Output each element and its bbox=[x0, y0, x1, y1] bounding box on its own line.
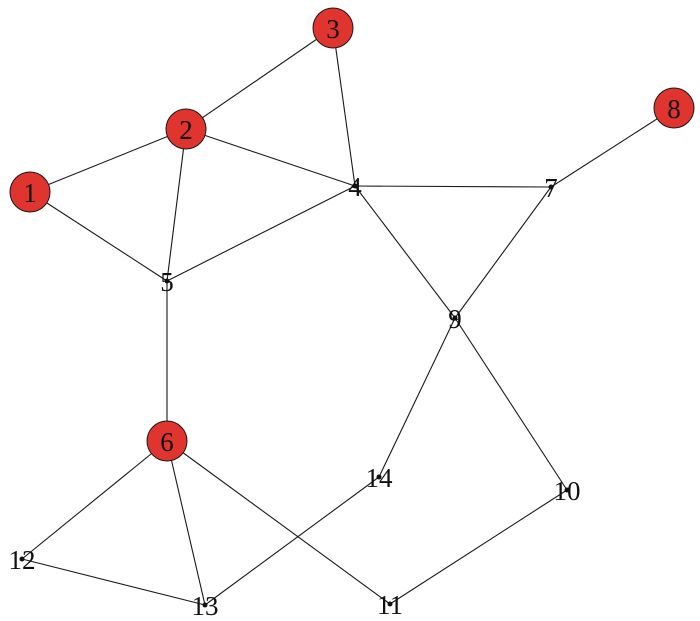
node-13-label: 13 bbox=[192, 591, 219, 621]
node-5-label: 5 bbox=[160, 267, 174, 297]
node-1-circle bbox=[9, 171, 51, 213]
edge-7-9 bbox=[454, 186, 552, 319]
node-7-label: 7 bbox=[544, 173, 558, 203]
node-12-label: 12 bbox=[9, 545, 36, 575]
node-9-dot bbox=[452, 315, 458, 321]
node-2-circle bbox=[165, 108, 207, 150]
edge-9-14 bbox=[378, 317, 456, 478]
edge-4-7 bbox=[354, 185, 552, 188]
node-14-label: 14 bbox=[366, 463, 394, 493]
node-11-label: 11 bbox=[377, 590, 403, 620]
node-4: 4 bbox=[348, 172, 362, 202]
node-11-dot bbox=[387, 601, 393, 607]
edge-6-12 bbox=[21, 440, 168, 560]
edge-9-10 bbox=[454, 317, 568, 491]
node-6: 6 bbox=[146, 420, 188, 462]
node-4-label: 4 bbox=[348, 172, 362, 202]
edge-2-5 bbox=[166, 128, 187, 282]
node-12: 12 bbox=[9, 545, 36, 575]
node-3-label: 3 bbox=[326, 14, 340, 44]
node-3: 3 bbox=[312, 7, 354, 49]
edge-4-5 bbox=[166, 185, 356, 282]
node-6-label: 6 bbox=[160, 427, 174, 457]
node-14: 14 bbox=[366, 463, 394, 493]
node-4-dot bbox=[352, 183, 358, 189]
edge-12-13 bbox=[21, 558, 206, 606]
node-7: 7 bbox=[544, 173, 558, 203]
node-2: 2 bbox=[165, 108, 207, 150]
edge-4-9 bbox=[354, 185, 456, 319]
node-3-circle bbox=[312, 7, 354, 49]
node-8: 8 bbox=[653, 87, 695, 129]
node-1-label: 1 bbox=[23, 178, 37, 208]
edge-1-5 bbox=[29, 191, 168, 282]
node-13: 13 bbox=[192, 591, 219, 621]
node-8-circle bbox=[653, 87, 695, 129]
edge-2-4 bbox=[185, 128, 356, 187]
node-14-dot bbox=[376, 474, 382, 480]
node-13-dot bbox=[202, 602, 208, 608]
node-10-dot bbox=[564, 487, 570, 493]
node-10: 10 bbox=[554, 476, 581, 506]
edge-1-2 bbox=[29, 128, 187, 193]
node-11: 11 bbox=[377, 590, 403, 620]
node-9: 9 bbox=[448, 304, 462, 334]
edge-3-4 bbox=[332, 27, 356, 187]
node-5-dot bbox=[164, 278, 170, 284]
node-7-dot bbox=[548, 184, 554, 190]
edges-layer bbox=[21, 27, 675, 606]
edge-6-13 bbox=[166, 440, 206, 606]
node-1: 1 bbox=[9, 171, 51, 213]
node-5: 5 bbox=[160, 267, 174, 297]
edge-10-11 bbox=[389, 489, 568, 605]
edge-6-11 bbox=[166, 440, 391, 605]
node-2-label: 2 bbox=[179, 115, 193, 145]
edge-2-3 bbox=[185, 27, 334, 130]
node-8-label: 8 bbox=[667, 94, 681, 124]
node-9-label: 9 bbox=[448, 304, 462, 334]
edge-13-14 bbox=[204, 476, 380, 606]
node-12-dot bbox=[19, 556, 25, 562]
node-10-label: 10 bbox=[554, 476, 581, 506]
node-6-circle bbox=[146, 420, 188, 462]
edge-7-8 bbox=[550, 107, 675, 188]
